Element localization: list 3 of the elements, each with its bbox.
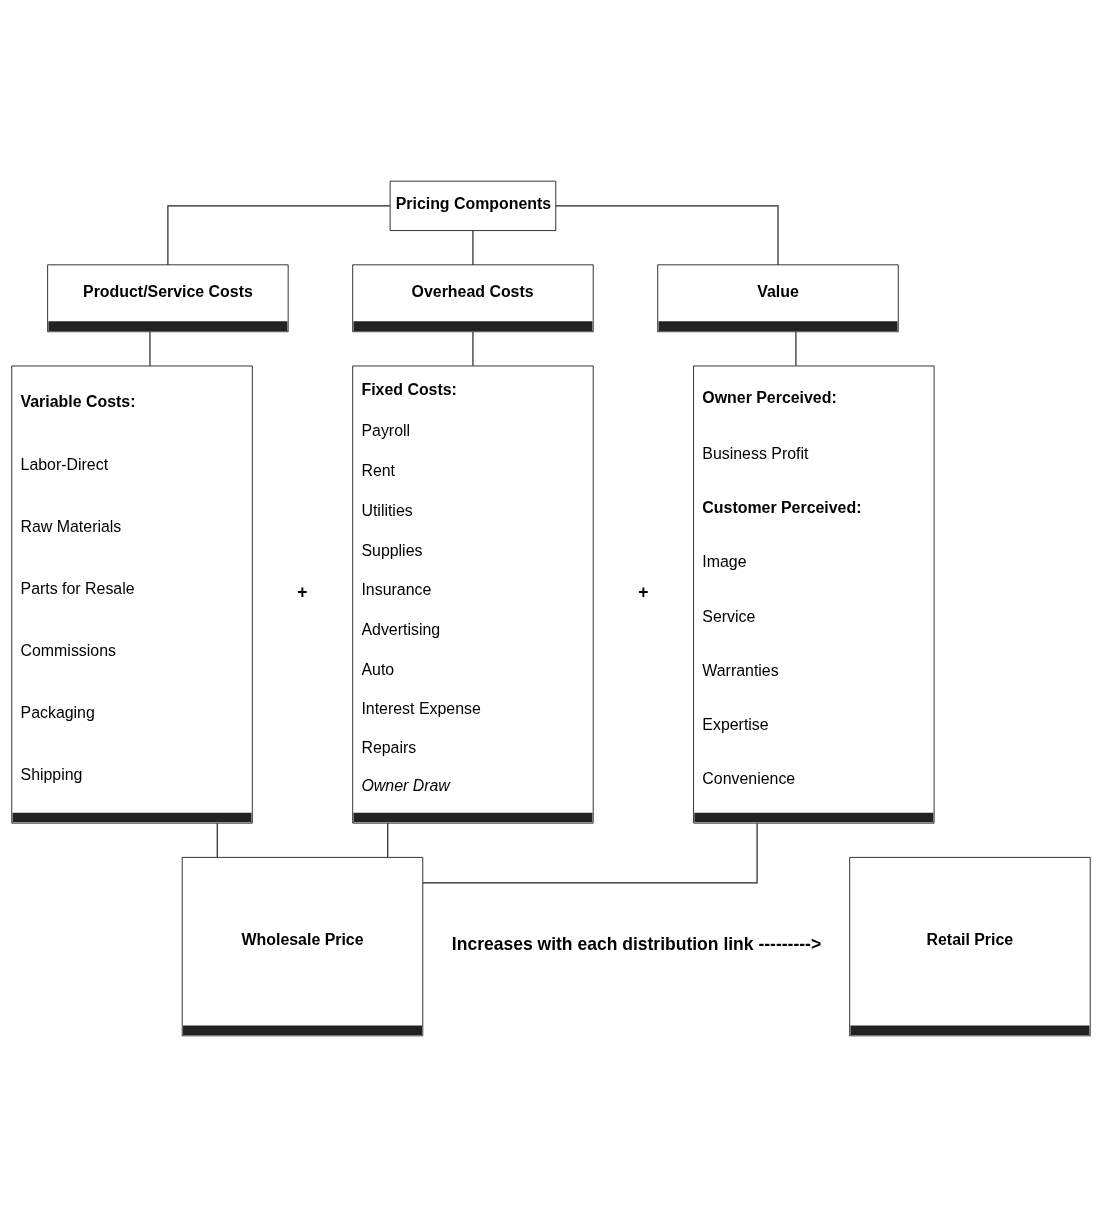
label: Increases with each distribution link --------->: [451, 934, 822, 955]
label: +: [297, 582, 308, 603]
label: +: [638, 582, 649, 603]
